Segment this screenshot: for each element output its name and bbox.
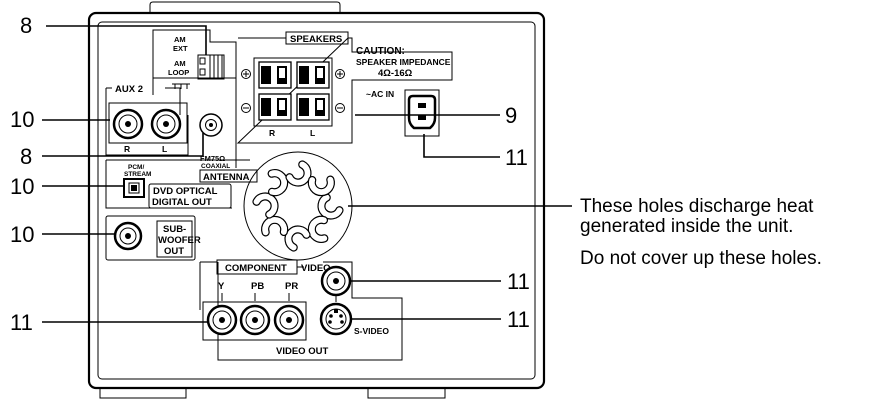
callout-10-aux: 10 (10, 107, 34, 132)
minus-left-icon (241, 103, 251, 113)
ac-in-label: ~AC IN (366, 89, 394, 99)
y-label: Y (218, 281, 225, 292)
right-foot (367, 388, 446, 399)
component-label: COMPONENT (225, 263, 287, 274)
video-block: COMPONENT VIDEO Y PB PR S-VIDEO VIDEO OU… (199, 259, 403, 361)
pb-label: PB (251, 281, 264, 292)
speaker-l-label: L (310, 128, 315, 138)
aux-r-label: R (124, 144, 130, 154)
video-out-label: VIDEO OUT (276, 346, 328, 357)
callout-11-ac: 11 (505, 145, 528, 170)
s-video-label: S-VIDEO (354, 326, 389, 336)
dvd-optical-label: DVD OPTICAL (153, 186, 218, 197)
callout-10-optical: 10 (10, 174, 34, 199)
callout-8-fm: 8 (20, 144, 32, 169)
am-ext-label-2: EXT (173, 44, 188, 53)
antenna-label: ANTENNA (203, 172, 250, 183)
aux2-block: AUX 2 R L (105, 83, 189, 156)
ground-icon (172, 83, 190, 89)
fm-antenna-block: FM75Ω COAXIAL ANTENNA (152, 78, 258, 183)
am-clamp (210, 54, 225, 80)
am-loop-label-1: AM (174, 59, 186, 68)
optical-block: PCM/ STREAM DVD OPTICAL DIGITAL OUT (105, 159, 250, 209)
am-terminal[interactable] (197, 54, 211, 80)
digital-out-label: DIGITAL OUT (152, 197, 212, 208)
callout-8-am: 8 (20, 13, 32, 38)
ac-in-block: ~AC IN (366, 89, 440, 137)
aux2-label: AUX 2 (115, 84, 143, 95)
ac-inlet[interactable] (407, 94, 437, 130)
pr-label: PR (285, 281, 298, 292)
speakers-block: SPEAKERS CAUTION: SPEAKER IMPEDANCE 4Ω-1… (236, 31, 453, 144)
callout-9-speakers: 9 (505, 103, 517, 128)
callout-11-svideo: 11 (507, 307, 530, 332)
left-foot (99, 388, 187, 399)
top-tab (149, 1, 341, 14)
callout-11-component: 11 (10, 310, 33, 335)
fm-label: FM75Ω (200, 154, 225, 163)
speaker-l-terminal[interactable] (296, 61, 330, 121)
note-line-1: These holes discharge heat (580, 196, 814, 217)
note-line-3: Do not cover up these holes. (580, 248, 822, 269)
speaker-impedance-label: SPEAKER IMPEDANCE (356, 57, 451, 67)
inner-frame (97, 21, 536, 380)
aux-l-label: L (162, 144, 167, 154)
speaker-r-label: R (269, 128, 275, 138)
plus-right-icon (335, 69, 345, 79)
speakers-label: SPEAKERS (290, 34, 342, 45)
caution-label: CAUTION: (356, 46, 405, 57)
minus-right-icon (335, 103, 345, 113)
sub-out-label: OUT (164, 246, 184, 257)
callout-11-video: 11 (507, 269, 530, 294)
stream-label: STREAM (124, 171, 151, 178)
video-label: VIDEO (301, 263, 331, 274)
leader-lines (42, 25, 572, 323)
sub-label: SUB- (163, 224, 186, 235)
am-loop-label-2: LOOP (168, 68, 189, 77)
note-line-2: generated inside the unit. (580, 216, 793, 237)
plus-left-icon (241, 69, 251, 79)
am-ext-label-1: AM (174, 35, 186, 44)
vent-slot (307, 175, 335, 197)
pcm-label: PCM/ (128, 164, 144, 171)
vent-holes (243, 151, 353, 261)
subwoofer-block: SUB- WOOFER OUT (105, 215, 201, 261)
speaker-r-terminal[interactable] (258, 61, 292, 121)
woofer-label: WOOFER (158, 235, 201, 246)
callout-10-subwoofer: 10 (10, 222, 34, 247)
impedance-value: 4Ω-16Ω (378, 68, 413, 79)
coaxial-label: COAXIAL (201, 163, 230, 170)
